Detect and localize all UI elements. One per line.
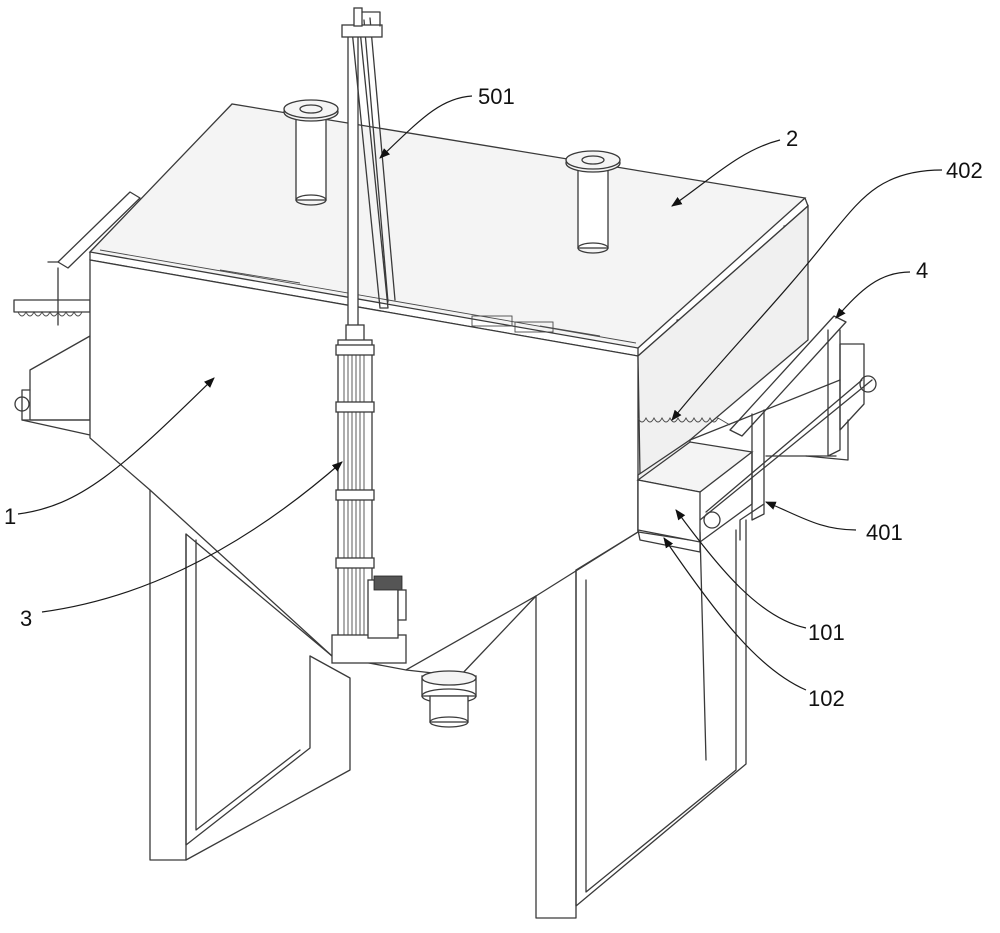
left-hook-row: [17, 310, 83, 317]
actuator: [331, 324, 407, 664]
right-rack: [689, 315, 877, 541]
label-401: 401: [866, 520, 903, 545]
left-leg-frame: [185, 533, 351, 861]
label-1: 1: [4, 504, 16, 529]
label-501: 501: [478, 84, 515, 109]
label-3: 3: [20, 606, 32, 631]
label-402: 402: [946, 158, 983, 183]
callout-labels: 501 2 402 4 401 1 3 101 102: [4, 84, 983, 711]
label-4: 4: [916, 258, 928, 283]
label-102: 102: [808, 686, 845, 711]
inlet-pipe-left: [283, 99, 339, 206]
lift-rod: [341, 7, 396, 331]
inlet-pipe-right: [565, 150, 621, 254]
right-leg-frame: [575, 519, 747, 907]
leaders: [17, 95, 943, 691]
label-101: 101: [808, 620, 845, 645]
drain-outlet: [421, 670, 477, 728]
label-2: 2: [786, 126, 798, 151]
